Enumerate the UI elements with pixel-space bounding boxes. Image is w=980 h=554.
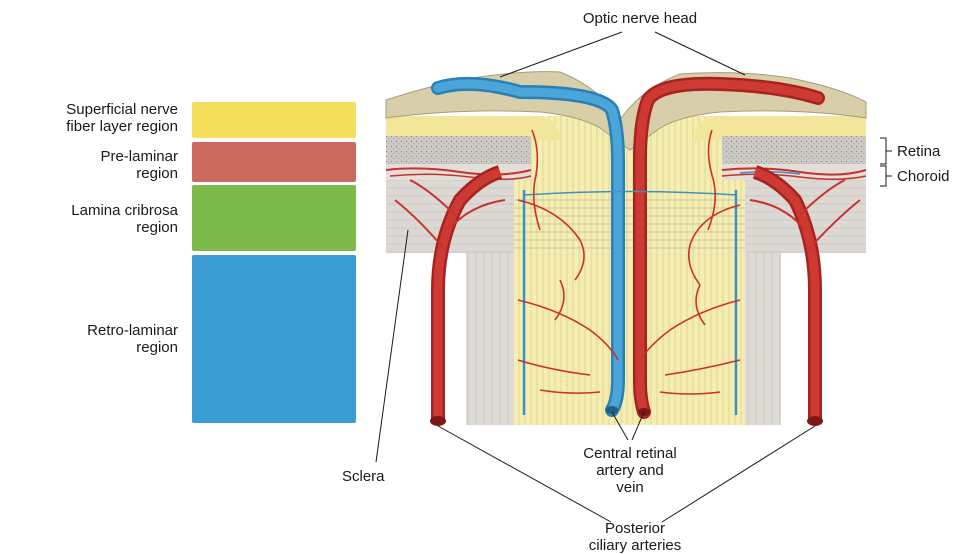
retina-layer-right [722, 136, 866, 164]
sclera-column-right [745, 253, 781, 425]
region-band-prelaminar [192, 142, 356, 182]
retina-layer-left [386, 136, 531, 164]
retina-label: Retina [897, 143, 940, 160]
sclera-label: Sclera [342, 468, 385, 485]
posterior-ciliary-label: Posterior ciliary arteries [550, 520, 720, 554]
choroid-label: Choroid [897, 168, 950, 185]
sclera-column-left [466, 253, 514, 425]
region-band-lamina-cribrosa [192, 185, 356, 251]
optic-nerve-head-label: Optic nerve head [540, 10, 740, 27]
region-band-retrolaminar [192, 255, 356, 423]
optic-nerve-fibers [514, 116, 745, 425]
retina-bracket [880, 138, 892, 164]
choroid-bracket [880, 166, 892, 186]
region-band-superficial [192, 102, 356, 138]
central-vessels-label: Central retinal artery and vein [550, 445, 710, 496]
